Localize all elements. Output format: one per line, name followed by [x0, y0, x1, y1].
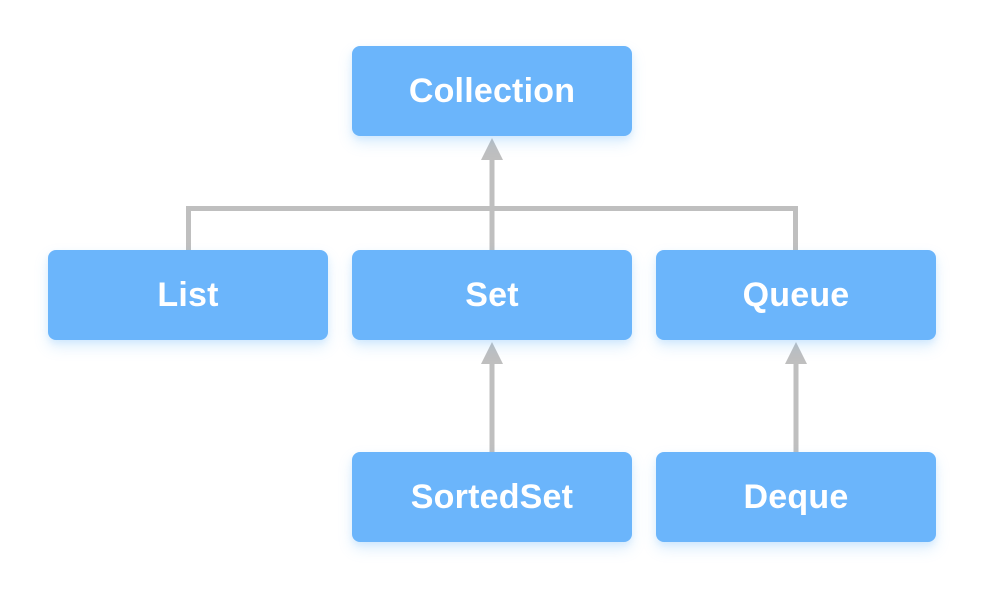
- node-label-deque: Deque: [743, 478, 849, 516]
- node-label-sortedset: SortedSet: [410, 478, 574, 516]
- node-label-queue: Queue: [742, 276, 850, 314]
- arrowhead-to-collection: [481, 138, 503, 160]
- node-sortedset[interactable]: SortedSet: [352, 452, 632, 542]
- node-list[interactable]: List: [48, 250, 328, 340]
- node-collection[interactable]: Collection: [352, 46, 632, 136]
- node-label-set: Set: [465, 276, 519, 314]
- arrowhead-to-set: [481, 342, 503, 364]
- node-deque[interactable]: Deque: [656, 452, 936, 542]
- arrowhead-to-queue: [785, 342, 807, 364]
- node-set[interactable]: Set: [352, 250, 632, 340]
- node-label-list: List: [157, 276, 219, 314]
- node-queue[interactable]: Queue: [656, 250, 936, 340]
- node-label-collection: Collection: [408, 72, 576, 110]
